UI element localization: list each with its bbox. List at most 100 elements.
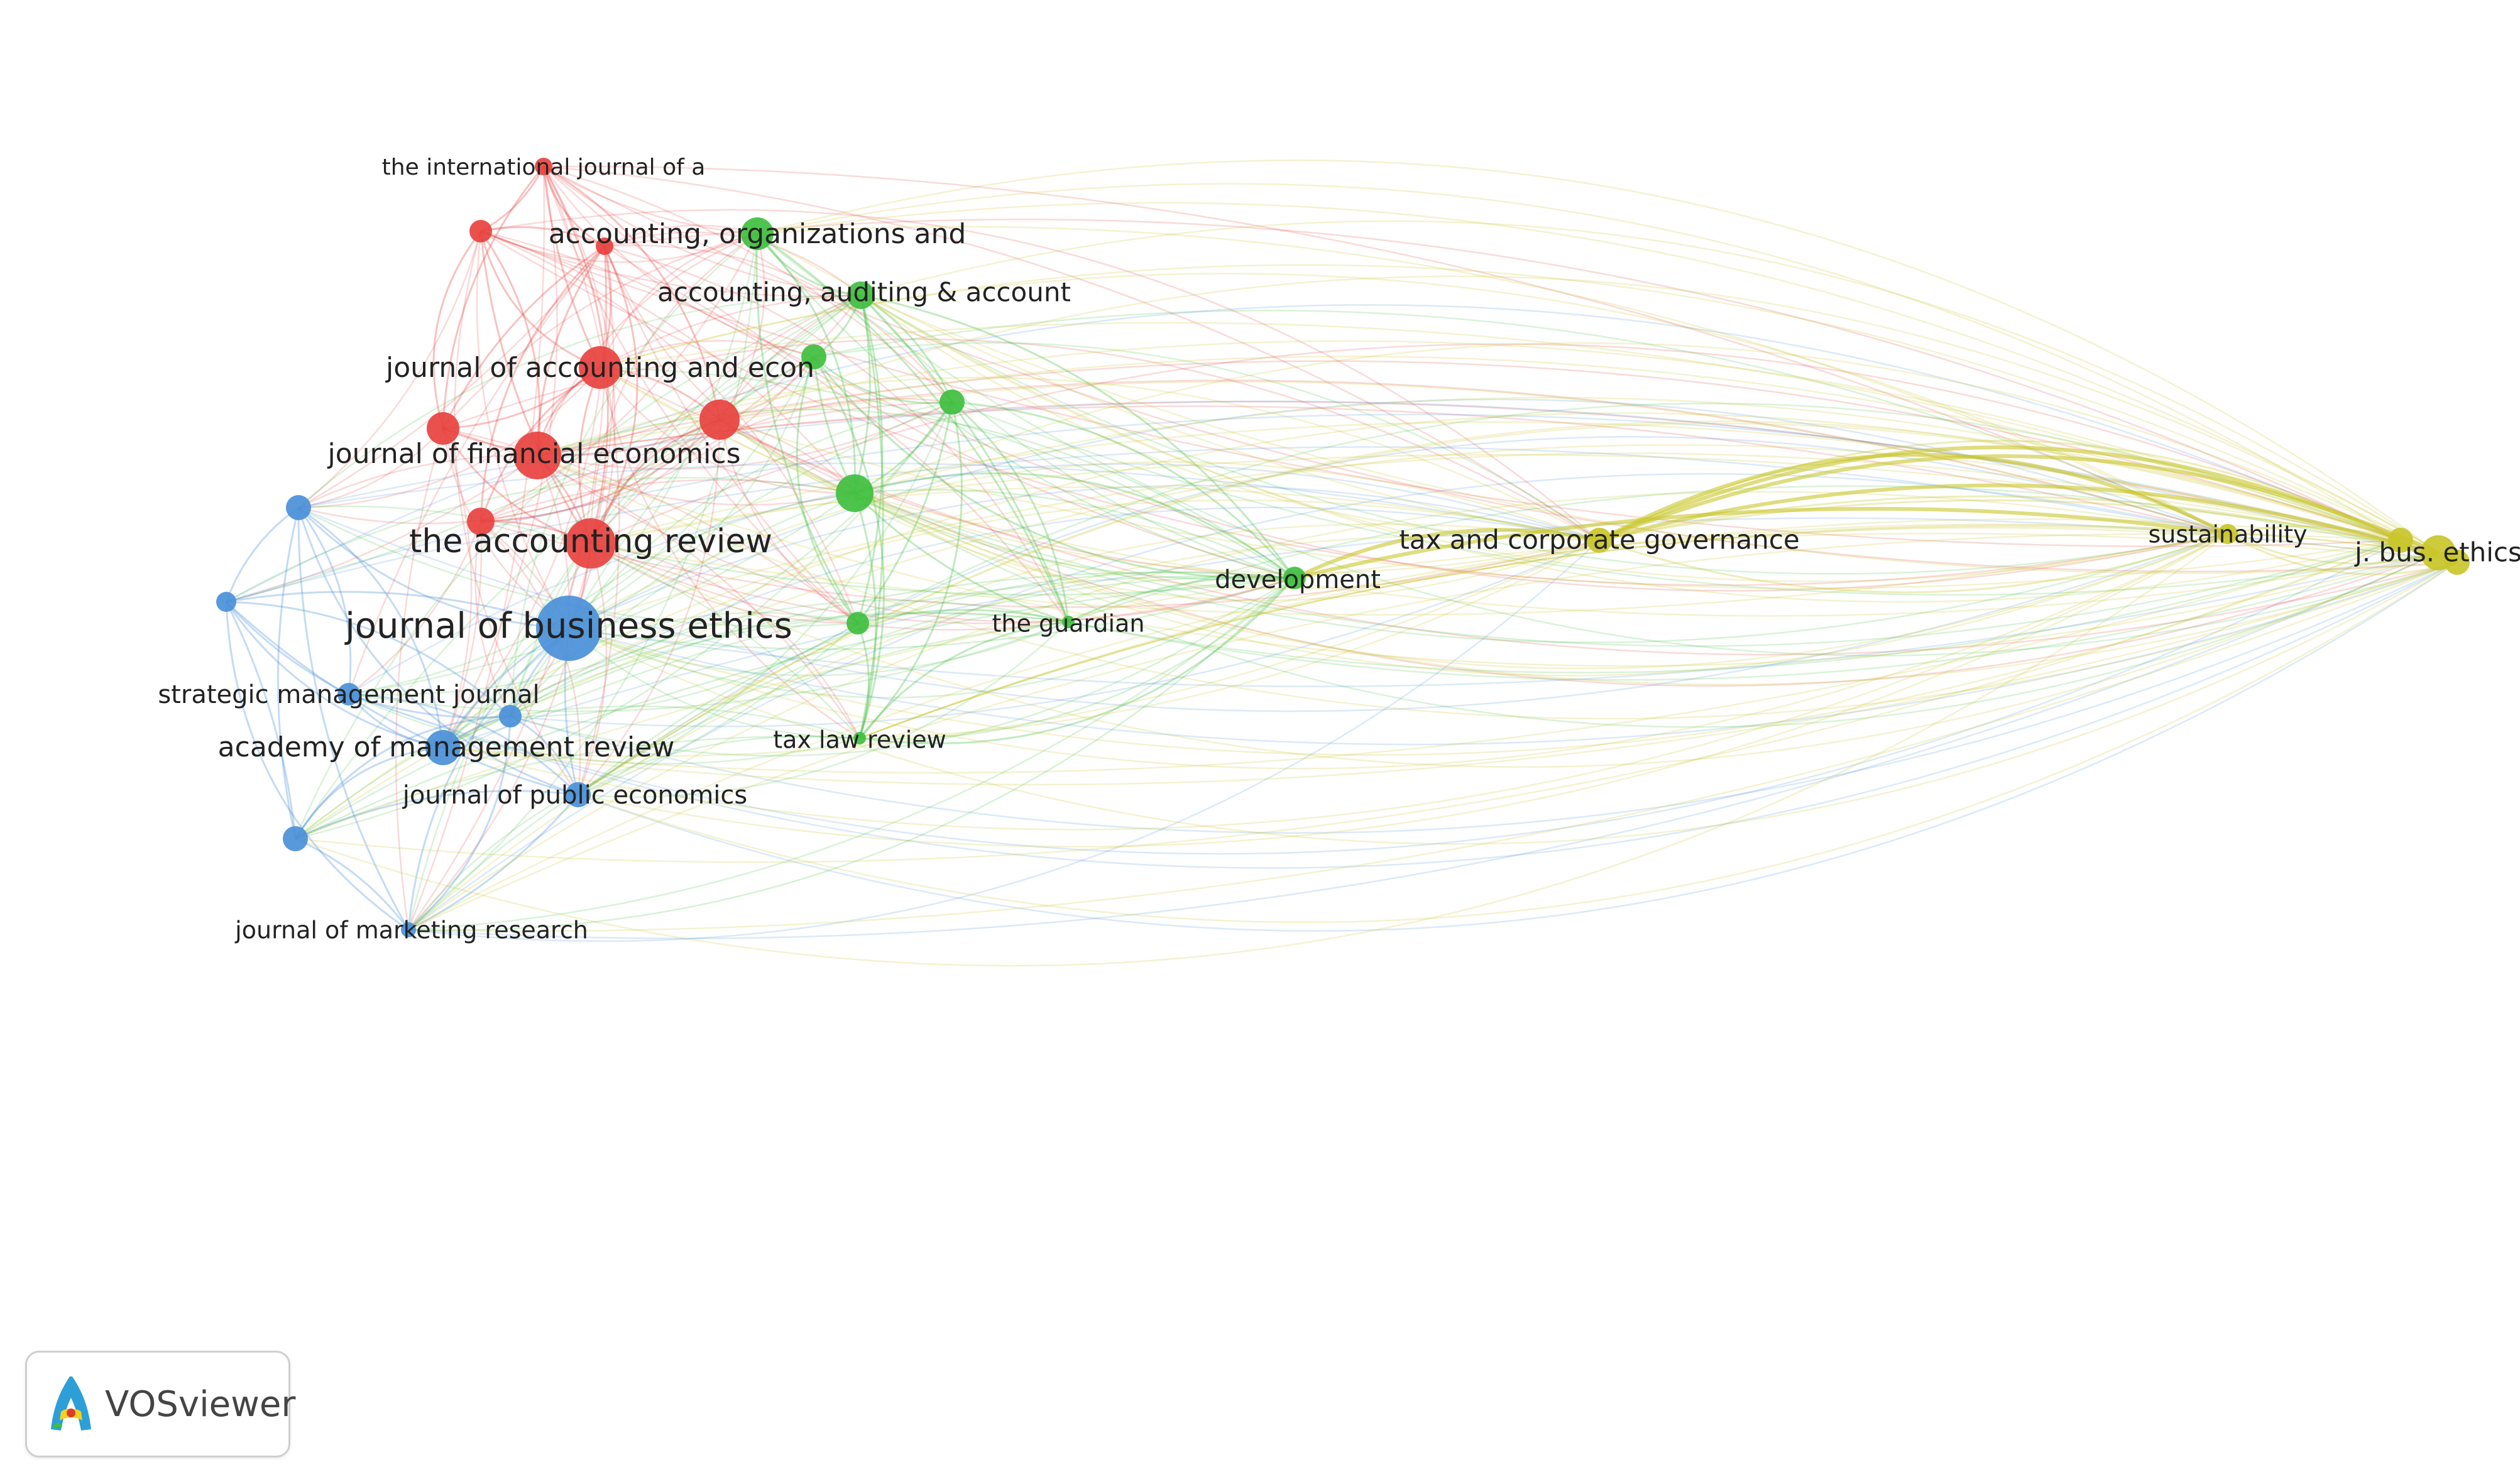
- vosviewer-badge: VOSviewer: [25, 1351, 295, 1458]
- network-node[interactable]: [741, 217, 774, 250]
- network-node[interactable]: [836, 474, 874, 512]
- network-edge: [859, 526, 2458, 739]
- network-edge: [1068, 575, 1295, 623]
- network-edge: [600, 366, 1295, 579]
- network-edge: [479, 231, 601, 369]
- network-edge: [226, 413, 2439, 603]
- network-edge: [537, 408, 1295, 579]
- network-edge: [600, 264, 2439, 554]
- network-edge: [854, 342, 2458, 564]
- node-layer: [216, 158, 2470, 937]
- network-edge: [480, 418, 721, 523]
- network-edge: [480, 230, 862, 297]
- network-node[interactable]: [2388, 528, 2413, 553]
- network-edge: [755, 233, 859, 624]
- network-edge: [543, 165, 953, 403]
- network-edge: [757, 232, 1600, 542]
- network-node[interactable]: [2218, 524, 2238, 544]
- network-edge: [860, 294, 1296, 579]
- network-edge: [537, 401, 953, 470]
- network-edge: [348, 621, 1069, 712]
- network-node[interactable]: [846, 612, 869, 635]
- network-node[interactable]: [425, 730, 461, 765]
- network-edge: [537, 356, 814, 457]
- network-edge: [813, 356, 885, 739]
- network-edge: [719, 418, 2228, 677]
- network-edge: [442, 428, 569, 629]
- network-edge: [813, 310, 2228, 535]
- network-node[interactable]: [853, 732, 866, 744]
- network-node[interactable]: [286, 495, 311, 520]
- network-edge: [854, 489, 1295, 579]
- network-node[interactable]: [535, 158, 552, 175]
- network-node[interactable]: [427, 412, 459, 445]
- network-edge: [225, 506, 299, 602]
- network-edge: [480, 230, 1070, 623]
- network-edge: [756, 232, 857, 494]
- network-edge: [442, 521, 483, 748]
- network-node[interactable]: [499, 705, 522, 728]
- network-edge: [719, 418, 1295, 580]
- node-label: journal of public economics: [402, 781, 748, 810]
- network-node[interactable]: [1587, 528, 1612, 553]
- network-edge: [510, 622, 858, 717]
- network-edge: [298, 506, 444, 748]
- network-node[interactable]: [566, 782, 591, 807]
- network-edge: [853, 493, 877, 739]
- network-edge: [510, 492, 855, 717]
- network-node[interactable]: [579, 346, 622, 389]
- network-edge: [578, 561, 2458, 932]
- network-edge: [480, 356, 814, 523]
- network-node[interactable]: [513, 432, 561, 479]
- network-edge: [480, 230, 855, 494]
- network-edge: [408, 533, 2401, 931]
- network-node[interactable]: [847, 281, 875, 309]
- network-edge: [600, 366, 2458, 685]
- network-node[interactable]: [940, 390, 965, 415]
- network-edge: [298, 462, 1600, 542]
- network-node[interactable]: [536, 596, 601, 661]
- network-node[interactable]: [337, 683, 360, 706]
- network-edge: [348, 693, 579, 796]
- network-edge: [454, 231, 579, 795]
- network-edge: [604, 244, 953, 403]
- network-node[interactable]: [469, 220, 492, 243]
- network-edge: [854, 492, 2439, 728]
- network-node[interactable]: [2445, 550, 2470, 575]
- network-node[interactable]: [401, 922, 416, 937]
- network-edge: [568, 577, 1295, 650]
- network-edge: [543, 166, 862, 297]
- network-edge: [857, 623, 870, 739]
- network-edge: [858, 401, 963, 739]
- network-edge: [480, 230, 758, 263]
- network-node[interactable]: [283, 826, 308, 851]
- network-edge: [590, 542, 1295, 596]
- network-edge: [295, 539, 2401, 863]
- network-edge: [568, 533, 2228, 770]
- network-edge: [568, 233, 759, 629]
- network-edge: [578, 523, 1600, 796]
- network-edge: [408, 621, 1069, 930]
- network-node[interactable]: [216, 592, 236, 612]
- network-node[interactable]: [801, 344, 826, 369]
- network-edge: [536, 232, 758, 456]
- network-edge: [225, 601, 297, 839]
- network-node[interactable]: [596, 237, 613, 255]
- network-edge: [295, 499, 1600, 839]
- network-edge: [542, 166, 858, 624]
- network-edge: [442, 428, 591, 545]
- network-edge: [297, 507, 410, 930]
- network-node[interactable]: [566, 518, 616, 569]
- network-node[interactable]: [1283, 567, 1306, 589]
- network-edge: [442, 612, 858, 748]
- network-edge: [407, 294, 862, 930]
- network-node[interactable]: [1062, 616, 1075, 628]
- network-edge: [603, 246, 855, 494]
- network-edge: [510, 599, 1069, 717]
- network-edge: [718, 233, 765, 420]
- network-edge: [294, 746, 444, 839]
- node-label: development: [1215, 565, 1381, 594]
- network-edge: [757, 183, 2401, 542]
- network-node[interactable]: [467, 508, 495, 535]
- network-node[interactable]: [699, 400, 740, 440]
